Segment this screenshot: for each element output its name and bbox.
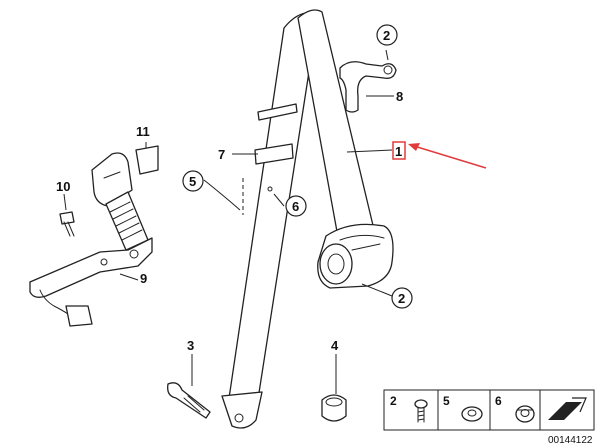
callout-10: 10 [56,179,70,194]
highlight-box [392,141,406,160]
legend-arrow-icon [548,397,587,420]
callout-5-circle [182,170,204,192]
upper-guide-bracket [339,61,397,113]
callout-6-circle [285,195,307,217]
callout-3: 3 [187,338,194,353]
diagram-id: 00144122 [548,435,593,446]
seat-belt-strap [221,9,377,429]
legend-bolt-icon [414,399,428,423]
belt-retractor [317,223,394,289]
callout-2-circle-top [376,24,398,46]
fastener-legend: 2 5 6 [383,389,595,431]
buckle-assembly [29,145,159,327]
callout-labels: 1 2 8 7 5 6 2 11 10 9 3 4 [56,24,413,353]
callout-11: 11 [136,124,150,139]
callout-2-circle-lower [391,287,413,309]
legend-nut-icon [515,405,535,423]
callout-7: 7 [218,147,225,162]
legend-washer-icon [461,406,483,422]
callout-2-lower: 2 [398,291,405,306]
spacer-4 [321,394,347,422]
callout-8: 8 [396,89,403,104]
callout-6: 6 [292,199,299,214]
leader-lines [63,49,394,394]
red-arrow [408,143,487,169]
callout-9: 9 [140,271,147,286]
callout-4: 4 [331,338,339,353]
legend-item-5: 5 [443,394,450,408]
bolt-3 [167,382,211,419]
legend-item-2: 2 [390,394,397,408]
callout-2-top: 2 [383,28,390,43]
callout-5: 5 [189,174,196,189]
callout-1: 1 [395,144,402,159]
legend-item-6: 6 [495,394,502,408]
